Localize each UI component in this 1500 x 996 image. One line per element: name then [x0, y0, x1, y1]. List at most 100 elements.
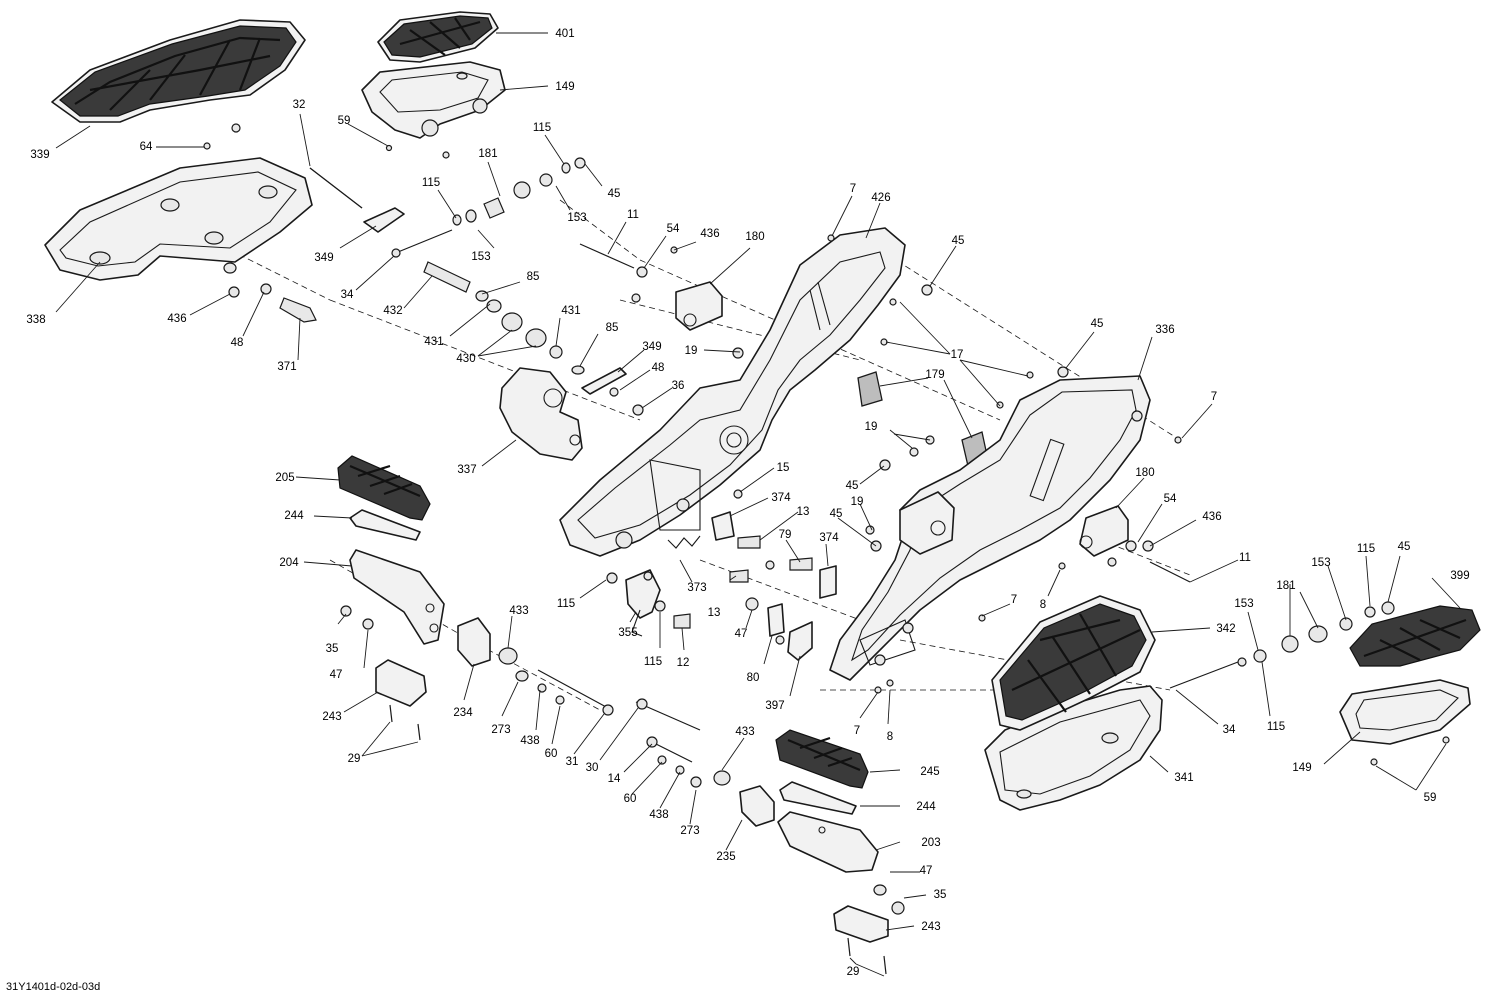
callout-48: 48	[652, 362, 665, 374]
callout-60: 60	[545, 748, 558, 760]
callout-438: 438	[520, 735, 539, 747]
callout-34: 34	[341, 289, 354, 301]
callout-244: 244	[916, 801, 936, 813]
spacers-upper	[452, 157, 586, 226]
callout-349: 349	[314, 252, 333, 264]
callout-373: 373	[687, 582, 706, 594]
callout-19: 19	[865, 421, 878, 433]
callout-30: 30	[586, 762, 599, 774]
callout-149: 149	[1292, 762, 1311, 774]
callout-14: 14	[608, 773, 621, 785]
callout-181: 181	[478, 148, 497, 160]
callout-7: 7	[854, 725, 860, 737]
callout-355: 355	[618, 627, 637, 639]
callout-36: 36	[672, 380, 685, 392]
callout-431: 431	[424, 336, 443, 348]
callout-180: 180	[745, 231, 764, 243]
callout-438: 438	[649, 809, 668, 821]
callout-7: 7	[850, 183, 856, 195]
callout-234: 234	[453, 707, 473, 719]
callout-115: 115	[1267, 721, 1285, 733]
callout-leaders	[55, 32, 1461, 977]
callout-153: 153	[567, 212, 586, 224]
callout-45: 45	[1091, 318, 1104, 330]
callout-19: 19	[685, 345, 698, 357]
callout-64: 64	[140, 141, 153, 153]
callout-79: 79	[779, 529, 792, 541]
callout-8: 8	[887, 731, 893, 743]
callout-115: 115	[422, 177, 440, 189]
callout-35: 35	[934, 889, 947, 901]
callout-430: 430	[456, 353, 475, 365]
callout-426: 426	[871, 192, 890, 204]
callout-54: 54	[1164, 493, 1177, 505]
hardware-lower-left	[457, 617, 701, 731]
large-footboard-right	[984, 595, 1395, 811]
small-footboard-right	[1339, 605, 1481, 766]
callout-433: 433	[735, 726, 754, 738]
callout-115: 115	[557, 598, 575, 610]
callout-432: 432	[383, 305, 402, 317]
callout-85: 85	[527, 271, 540, 283]
left-pedal-assembly	[337, 455, 445, 741]
hardware-center	[606, 489, 894, 694]
callout-19: 19	[851, 496, 864, 508]
callout-180: 180	[1135, 467, 1154, 479]
callout-13: 13	[797, 506, 810, 518]
callout-179: 179	[925, 369, 944, 381]
callout-48: 48	[231, 337, 244, 349]
callout-374: 374	[771, 492, 791, 504]
footboard-pad-339	[51, 19, 306, 123]
callout-7: 7	[1011, 594, 1017, 606]
callout-339: 339	[30, 149, 49, 161]
callout-181: 181	[1276, 580, 1295, 592]
main-frame-right	[829, 375, 1151, 681]
callout-115: 115	[533, 122, 551, 134]
callout-336: 336	[1155, 324, 1174, 336]
callout-11: 11	[627, 209, 639, 221]
bracket-337	[499, 367, 583, 461]
callout-59: 59	[338, 115, 351, 127]
callout-47: 47	[920, 865, 933, 877]
small-footboard-401-149	[361, 11, 506, 139]
callout-371: 371	[277, 361, 296, 373]
callout-45: 45	[846, 480, 859, 492]
callout-245: 245	[920, 766, 939, 778]
callout-349: 349	[642, 341, 661, 353]
main-frame-left	[559, 227, 933, 557]
callout-32: 32	[293, 99, 306, 111]
callout-29: 29	[348, 753, 361, 765]
callout-12: 12	[677, 657, 690, 669]
callout-13: 13	[708, 607, 721, 619]
callout-436: 436	[700, 228, 719, 240]
callout-153: 153	[1311, 557, 1330, 569]
callout-11: 11	[1239, 552, 1251, 564]
callout-203: 203	[921, 837, 940, 849]
callout-59: 59	[1424, 792, 1437, 804]
callout-60: 60	[624, 793, 637, 805]
callout-341: 341	[1174, 772, 1193, 784]
callout-115: 115	[644, 656, 662, 668]
callout-29: 29	[847, 966, 860, 978]
pin-group-right	[978, 505, 1191, 622]
callout-31: 31	[566, 756, 579, 768]
callout-374: 374	[819, 532, 839, 544]
lower-pedal-assembly	[646, 729, 905, 975]
callout-342: 342	[1216, 623, 1235, 635]
rods-upper-left	[203, 123, 453, 323]
callout-45: 45	[952, 235, 965, 247]
callout-80: 80	[747, 672, 760, 684]
callout-8: 8	[1040, 599, 1046, 611]
diagram-reference-code: 31Y1401d-02d-03d	[6, 981, 100, 993]
callout-45: 45	[830, 508, 843, 520]
callout-34: 34	[1223, 724, 1236, 736]
callout-243: 243	[322, 711, 341, 723]
callout-45: 45	[608, 188, 621, 200]
pin-group-upper	[579, 243, 723, 331]
callout-436: 436	[167, 313, 186, 325]
callout-115: 115	[1357, 543, 1375, 555]
callout-204: 204	[279, 557, 299, 569]
callout-243: 243	[921, 921, 940, 933]
callout-431: 431	[561, 305, 580, 317]
